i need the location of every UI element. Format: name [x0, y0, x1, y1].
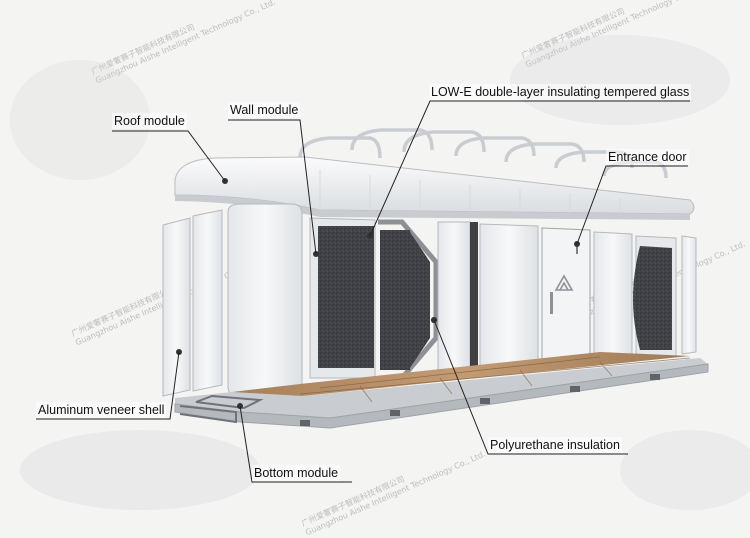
leader-lines [36, 100, 690, 483]
label-roof-module: Roof module [112, 113, 187, 129]
end-wall-block [227, 203, 303, 397]
background-scenery [10, 35, 750, 510]
label-low-e-glass: LOW-E double-layer insulating tempered g… [429, 84, 692, 100]
label-entrance-door: Entrance door [606, 149, 689, 165]
bottom-module [174, 352, 709, 429]
label-wall-module: Wall module [228, 102, 301, 118]
label-bottom-module: Bottom module [252, 465, 341, 481]
aluminum-veneer-shell [162, 209, 223, 397]
entrance-door [541, 227, 591, 365]
label-polyurethane: Polyurethane insulation [488, 437, 622, 453]
label-aluminum-shell: Aluminum veneer shell [36, 402, 167, 418]
roof-module [174, 156, 695, 220]
brand-logo-icon [554, 274, 574, 291]
wall-module [309, 217, 697, 381]
